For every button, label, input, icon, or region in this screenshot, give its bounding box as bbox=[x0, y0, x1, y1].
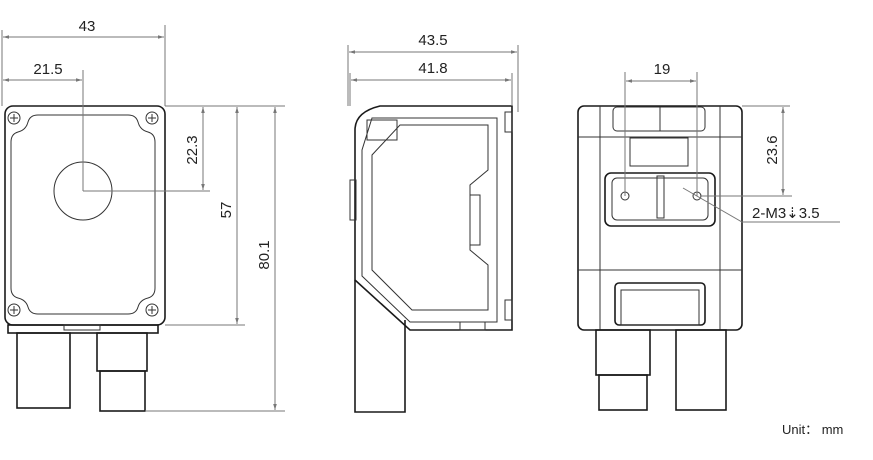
dim-body-height: 57 bbox=[218, 202, 235, 219]
dim-body-depth: 41.8 bbox=[418, 60, 447, 77]
front-view: 43 21.5 22.3 57 80.1 bbox=[1, 18, 285, 412]
dim-total-height: 80.1 bbox=[256, 240, 273, 269]
dim-lens-offset-x: 21.5 bbox=[33, 61, 62, 78]
connector-left bbox=[16, 332, 71, 409]
side-view: 43.5 41.8 bbox=[347, 32, 519, 413]
dim-width: 43 bbox=[79, 18, 96, 35]
screw-icons bbox=[7, 111, 159, 317]
back-view: 19 23.6 2-M3⇣3.5 bbox=[577, 61, 840, 411]
thread-callout: 2-M3⇣3.5 bbox=[752, 205, 820, 222]
dim-total-depth: 43.5 bbox=[418, 32, 447, 49]
dim-lens-offset-y: 22.3 bbox=[184, 135, 201, 164]
dim-hole-offset-y: 23.6 bbox=[764, 135, 781, 164]
dim-hole-spacing: 19 bbox=[654, 61, 671, 78]
unit-label: Unit： mm bbox=[782, 422, 843, 437]
connector-right bbox=[96, 332, 148, 372]
